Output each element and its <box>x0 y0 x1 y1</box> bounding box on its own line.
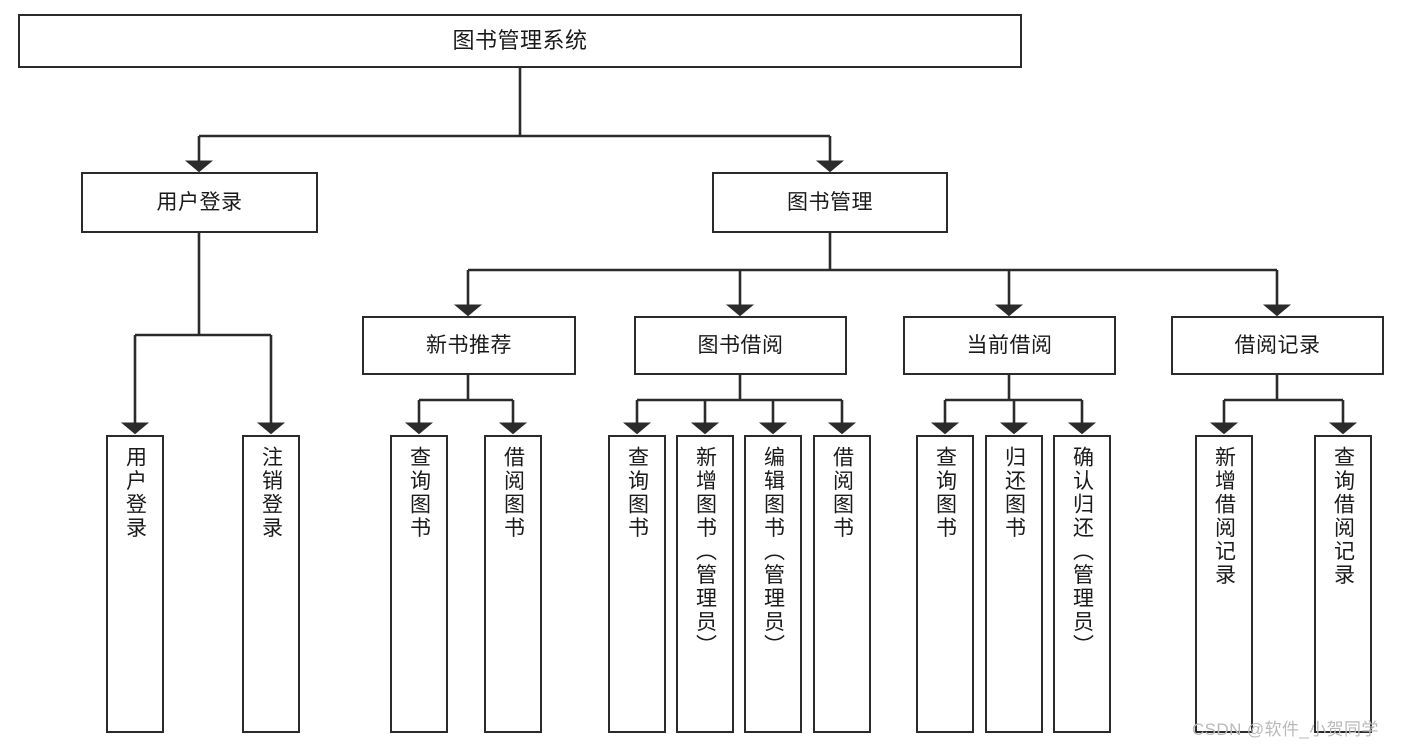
node-root-system[interactable]: 图书管理系统 <box>18 14 1022 68</box>
node-label: 图书借阅 <box>697 333 784 357</box>
node-user-login[interactable]: 用户登录 <box>81 172 318 233</box>
leaf-return-book[interactable]: 归还图书 <box>985 435 1043 733</box>
node-label: 确认归还（管理员） <box>1070 446 1094 658</box>
node-label: 图书管理 <box>787 190 873 214</box>
leaf-borrow-book[interactable]: 借阅图书 <box>813 435 871 733</box>
leaf-borrow-book-recommend[interactable]: 借阅图书 <box>484 435 542 733</box>
leaf-add-book-admin[interactable]: 新增图书（管理员） <box>676 435 734 733</box>
node-new-book-recommend[interactable]: 新书推荐 <box>362 316 576 375</box>
node-label: 借阅图书 <box>830 446 854 540</box>
leaf-query-borrow-record[interactable]: 查询借阅记录 <box>1314 435 1372 733</box>
node-book-management[interactable]: 图书管理 <box>712 172 948 233</box>
leaf-add-borrow-record[interactable]: 新增借阅记录 <box>1195 435 1253 733</box>
leaf-user-login[interactable]: 用户登录 <box>106 435 164 733</box>
node-label: 查询图书 <box>625 446 649 540</box>
node-label: 图书管理系统 <box>452 27 588 53</box>
leaf-logout[interactable]: 注销登录 <box>242 435 300 733</box>
node-label: 查询图书 <box>407 446 431 540</box>
node-label: 新书推荐 <box>426 333 512 357</box>
node-borrow-records[interactable]: 借阅记录 <box>1171 316 1384 375</box>
node-label: 新增图书（管理员） <box>693 446 717 658</box>
node-label: 用户登录 <box>123 446 147 540</box>
csdn-watermark: CSDN @软件_小贺同学 <box>1192 720 1379 739</box>
node-label: 编辑图书（管理员） <box>761 446 785 658</box>
node-label: 借阅图书 <box>501 446 525 540</box>
node-label: 用户登录 <box>156 190 243 214</box>
leaf-query-book-current[interactable]: 查询图书 <box>916 435 974 733</box>
leaf-confirm-return-admin[interactable]: 确认归还（管理员） <box>1053 435 1111 733</box>
node-label: 新增借阅记录 <box>1212 446 1236 587</box>
node-label: 归还图书 <box>1002 446 1026 540</box>
node-label: 注销登录 <box>259 446 283 540</box>
node-label: 查询图书 <box>933 446 957 540</box>
leaf-query-book-recommend[interactable]: 查询图书 <box>390 435 448 733</box>
node-label: 借阅记录 <box>1234 333 1321 357</box>
leaf-edit-book-admin[interactable]: 编辑图书（管理员） <box>744 435 802 733</box>
node-label: 查询借阅记录 <box>1331 446 1355 587</box>
node-book-borrow[interactable]: 图书借阅 <box>634 316 847 375</box>
node-label: 当前借阅 <box>966 333 1053 357</box>
node-current-borrow[interactable]: 当前借阅 <box>903 316 1116 375</box>
leaf-query-book-borrow[interactable]: 查询图书 <box>608 435 666 733</box>
